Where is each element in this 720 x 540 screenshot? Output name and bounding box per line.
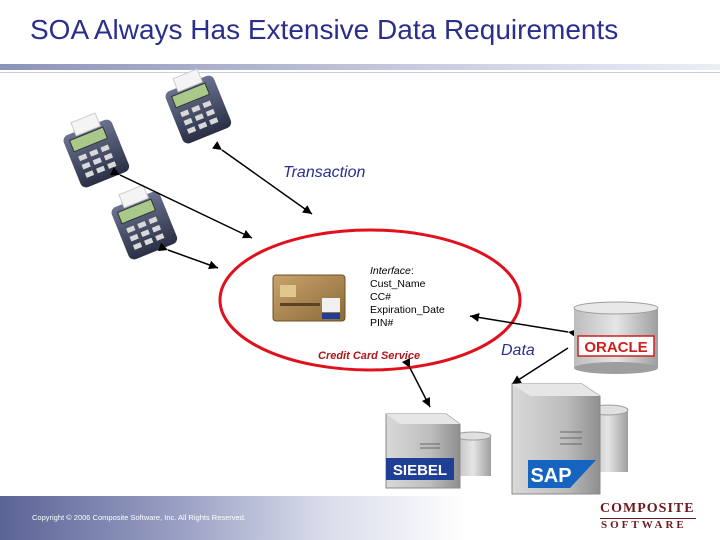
- card-terminal-icon: [111, 184, 178, 260]
- interface-definition: Interface: Cust_Name CC# Expiration_Date…: [370, 265, 445, 330]
- sap-server-icon: [511, 383, 629, 495]
- service-boundary-ring: [218, 228, 522, 372]
- slide-title: SOA Always Has Extensive Data Requiremen…: [30, 14, 619, 45]
- oracle-database-icon: [573, 301, 659, 374]
- interface-field: Expiration_Date: [370, 304, 445, 316]
- interface-heading: Interface:: [370, 265, 445, 278]
- siebel-logo: SIEBEL: [393, 462, 447, 479]
- service-label: Credit Card Service: [318, 350, 421, 362]
- arrow-oracle: [469, 313, 578, 338]
- company-logo-rule: [600, 518, 696, 519]
- card-terminal-icon: [63, 112, 130, 188]
- card-terminal-icon: [165, 68, 232, 144]
- company-logo-line1: COMPOSITE: [600, 501, 695, 516]
- title-divider: [0, 64, 720, 70]
- company-logo-line2: SOFTWARE: [601, 519, 687, 531]
- title-divider-thin: [0, 72, 720, 73]
- arrow-oracle-down: [511, 347, 569, 385]
- siebel-server-icon: [385, 413, 492, 489]
- arrow-siebel: [401, 357, 431, 408]
- arrow-terminal3: [158, 242, 219, 270]
- sap-logo: SAP: [530, 465, 571, 487]
- interface-field: PIN#: [370, 317, 394, 329]
- transaction-label: Transaction: [283, 164, 366, 181]
- interface-field: CC#: [370, 291, 392, 303]
- credit-card-icon: [272, 274, 346, 322]
- data-label: Data: [501, 342, 535, 359]
- interface-heading-text: Interface: [370, 265, 411, 277]
- interface-heading-colon: :: [410, 265, 414, 277]
- oracle-logo: ORACLE: [584, 339, 647, 356]
- copyright-text: Copyright © 2006 Composite Software, Inc…: [32, 513, 246, 522]
- arrow-terminal2: [212, 141, 313, 215]
- interface-field: Cust_Name: [370, 278, 426, 290]
- arrow-terminal1: [109, 167, 253, 239]
